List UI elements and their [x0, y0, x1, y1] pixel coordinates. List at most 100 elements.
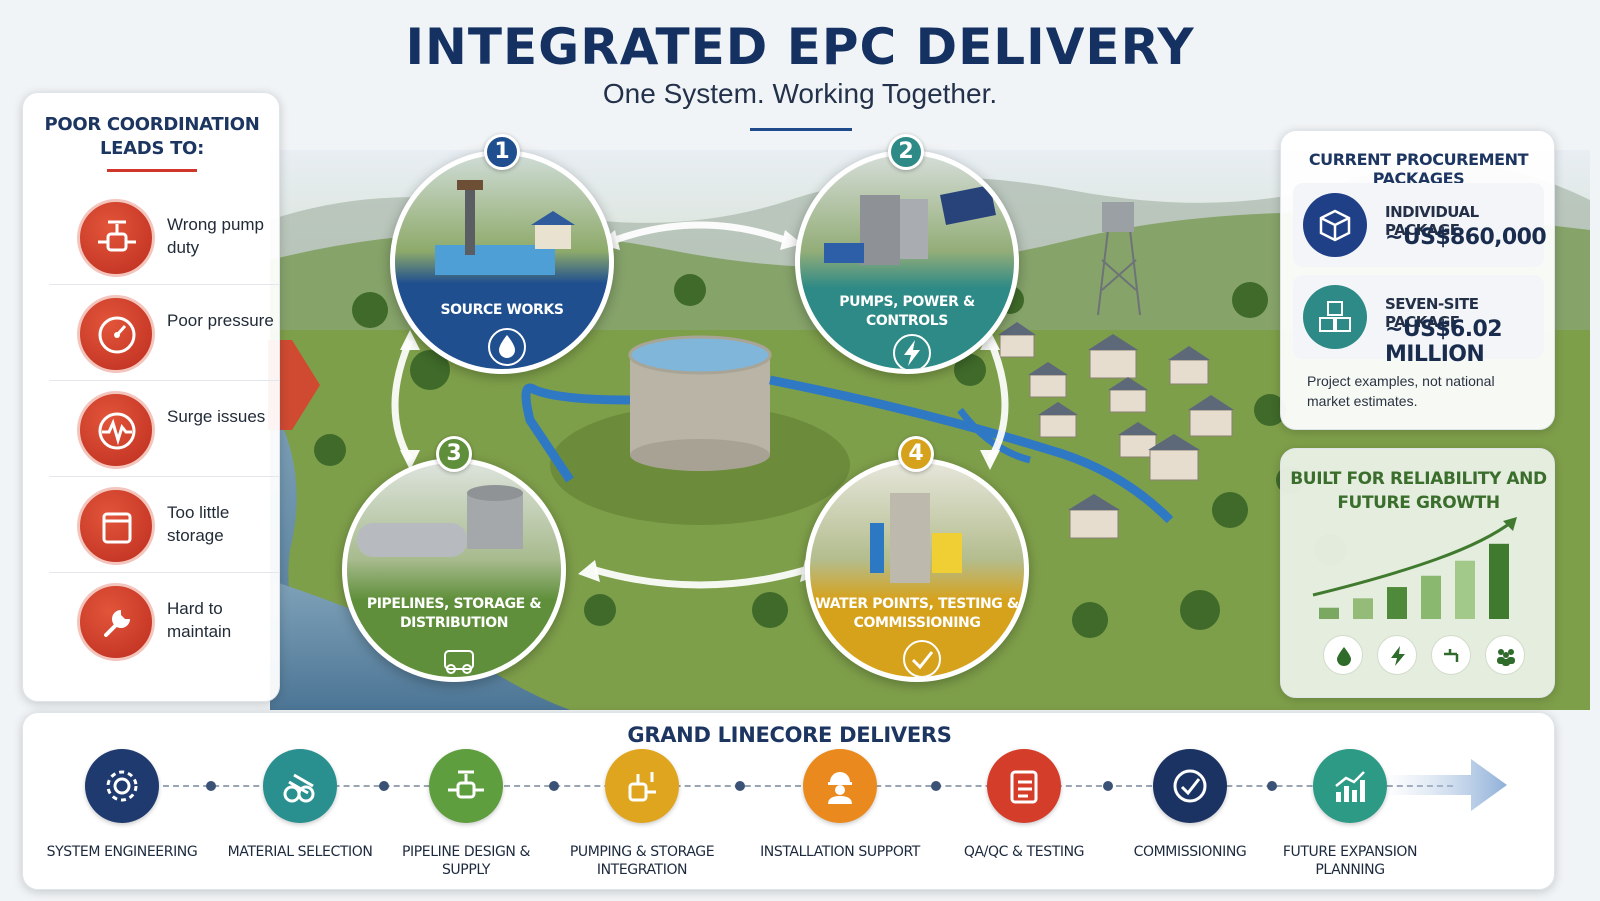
delivery-step-commissioning: COMMISSIONING: [1115, 749, 1265, 879]
issue-label: Surge issues: [167, 407, 266, 426]
growth-bar: [1319, 607, 1339, 619]
community-icon: [1485, 635, 1525, 675]
water-drop-icon: [1323, 635, 1363, 675]
process-label: SOURCE WORKS: [440, 302, 564, 318]
worker-icon: [803, 749, 877, 823]
step-label: SYSTEM ENGINEERING: [46, 844, 198, 860]
well-pump-illustration: [435, 180, 575, 275]
step-label: QA/QC & TESTING: [963, 844, 1085, 860]
connector-dot: [1103, 781, 1113, 791]
process-label: WATER POINTS, TESTING & COMMISSIONING: [815, 596, 1019, 631]
package-card: INDIVIDUAL PACKAGE ~US$860,000: [1293, 183, 1547, 267]
step-label: PUMPING & STORAGE INTEGRATION: [569, 844, 715, 878]
step-number-badge: 4: [898, 436, 934, 472]
growth-trend-line: [1312, 519, 1514, 597]
wrench-icon: [77, 583, 155, 661]
step-label: COMMISSIONING: [1133, 844, 1247, 860]
issue-item: Hard to maintain: [49, 573, 279, 669]
delivery-step-installation-support: INSTALLATION SUPPORT: [760, 749, 920, 879]
issue-label: Too little storage: [167, 503, 230, 545]
storage-tank-icon: [77, 487, 155, 565]
surge-wave-icon: [77, 391, 155, 469]
pipeline-storage-illustration: [357, 485, 523, 557]
package-card: SEVEN-SITE PACKAGE ~US$6.02 MILLION: [1293, 275, 1544, 367]
delivery-heading: GRAND LINECORE DELIVERS: [627, 723, 952, 747]
package-value: ~US$6.02 MILLION: [1385, 317, 1503, 367]
growth-bar: [1353, 598, 1373, 619]
pipe-network-icon: [444, 650, 474, 674]
delivery-steps-band: GRAND LINECORE DELIVERS SYSTEM ENGINEERI…: [22, 712, 1555, 890]
issue-item: Too little storage: [49, 477, 279, 573]
pump-icon: [605, 749, 679, 823]
delivery-step-pumping-storage: PUMPING & STORAGE INTEGRATION: [567, 749, 717, 879]
pressure-gauge-icon: [77, 295, 155, 373]
valve-icon: [429, 749, 503, 823]
package-value: ~US$860,000: [1385, 225, 1547, 250]
delivery-step-pipeline-design: PIPELINE DESIGN & SUPPLY: [391, 749, 541, 879]
package-label: SEVEN-SITE PACKAGE: [1385, 295, 1479, 331]
water-drop-icon: [488, 328, 526, 366]
issue-label: Wrong pump duty: [167, 215, 265, 257]
procurement-packages-panel: CURRENT PROCUREMENT PACKAGES INDIVIDUAL …: [1280, 130, 1555, 430]
delivery-step-qa-qc: QA/QC & TESTING: [949, 749, 1099, 879]
pump-control-illustration: [824, 185, 996, 265]
connector-dot: [931, 781, 941, 791]
growth-chart-icon: [1313, 749, 1387, 823]
delivery-step-system-engineering: SYSTEM ENGINEERING: [47, 749, 198, 879]
issue-item: Poor pressure: [49, 285, 279, 381]
issues-heading-rule: [107, 169, 197, 172]
issue-label: Poor pressure: [167, 311, 274, 330]
step-label: PIPELINE DESIGN & SUPPLY: [401, 844, 531, 878]
issue-item: Surge issues: [49, 381, 279, 477]
lightning-icon: [1377, 635, 1417, 675]
connector-dot: [206, 781, 216, 791]
growth-heading: BUILT FOR RELIABILITY AND FUTURE GROWTH: [1290, 469, 1547, 513]
step-label: FUTURE EXPANSION PLANNING: [1282, 844, 1418, 878]
connector-dot: [379, 781, 389, 791]
issue-label: Hard to maintain: [167, 599, 232, 641]
forward-arrow-icon: [1383, 759, 1507, 811]
page-subtitle: One System. Working Together.: [602, 78, 998, 109]
connector-dot: [1267, 781, 1277, 791]
procurement-note: Project examples, not national market es…: [1307, 373, 1495, 409]
connector-dot: [735, 781, 745, 791]
delivery-step-material-selection: MATERIAL SELECTION: [225, 749, 375, 879]
valve-icon: [77, 199, 155, 277]
step-number-badge: 1: [484, 134, 520, 170]
gear-icon: [85, 749, 159, 823]
process-label: PUMPS, POWER & CONTROLS: [839, 294, 975, 329]
process-circle-source-works: SOURCE WORKS: [390, 150, 614, 374]
process-circle-pipelines-storage: PIPELINES, STORAGE & DISTRIBUTION: [342, 458, 566, 682]
check-circle-icon: [1153, 749, 1227, 823]
process-circle-pumps-power: PUMPS, POWER & CONTROLS: [795, 150, 1019, 374]
process-label: PIPELINES, STORAGE & DISTRIBUTION: [366, 596, 542, 631]
growth-bar: [1421, 575, 1441, 619]
title-divider: [750, 128, 852, 131]
growth-trend-arrowhead: [1503, 517, 1517, 531]
multi-box-icon: [1303, 285, 1367, 349]
process-circle-water-points: WATER POINTS, TESTING & COMMISSIONING: [805, 458, 1029, 682]
step-number-badge: 2: [888, 134, 924, 170]
package-label: INDIVIDUAL PACKAGE: [1385, 203, 1479, 239]
clipboard-icon: [987, 749, 1061, 823]
step-label: INSTALLATION SUPPORT: [760, 844, 920, 860]
growth-bar: [1455, 560, 1475, 619]
page-title: INTEGRATED EPC DELIVERY: [405, 18, 1195, 76]
step-label: MATERIAL SELECTION: [227, 844, 373, 860]
delivery-step-future-expansion: FUTURE EXPANSION PLANNING: [1275, 749, 1425, 879]
coordination-issues-panel: POOR COORDINATION LEADS TO: Wrong pump d…: [22, 92, 280, 702]
check-icon: [903, 640, 941, 677]
reliability-growth-panel: BUILT FOR RELIABILITY AND FUTURE GROWTH: [1280, 448, 1555, 698]
tap-icon: [1431, 635, 1471, 675]
flow-arrow-icon: [268, 340, 320, 430]
step-number-badge: 3: [436, 436, 472, 472]
pipes-icon: [263, 749, 337, 823]
single-box-icon: [1303, 193, 1367, 257]
connector-dot: [549, 781, 559, 791]
issue-item: Wrong pump duty: [49, 189, 279, 285]
issues-heading: POOR COORDINATION LEADS TO:: [44, 114, 260, 159]
growth-bar-graphic: [1312, 517, 1517, 619]
growth-bar: [1489, 543, 1509, 619]
water-point-illustration: [870, 493, 962, 583]
